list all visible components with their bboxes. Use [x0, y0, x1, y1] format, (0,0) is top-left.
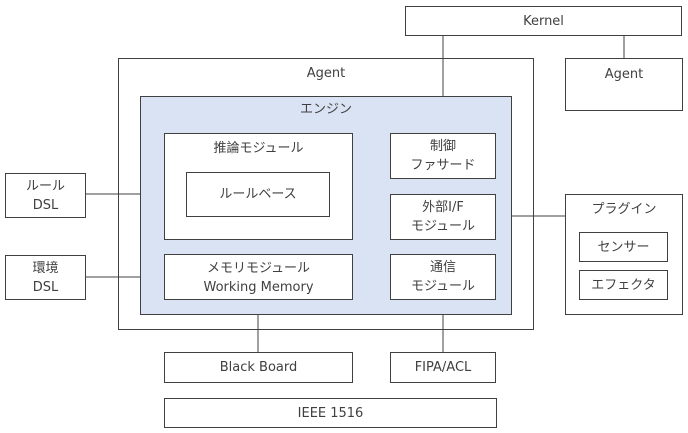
- rule-dsl-box: ルール DSL: [5, 173, 86, 218]
- agent-right-label: Agent: [604, 67, 644, 82]
- control-label-2: ファサード: [410, 158, 476, 173]
- agent-outer-box: Agent: [118, 58, 534, 330]
- external-if-label-2: モジュール: [410, 219, 476, 234]
- black-board-label: Black Board: [219, 360, 298, 375]
- comm-module-box: 通信 モジュール: [390, 254, 496, 300]
- external-if-box: 外部I/F モジュール: [390, 194, 496, 240]
- kernel-label: Kernel: [523, 14, 564, 29]
- ieee-1516-box: IEEE 1516: [164, 398, 497, 428]
- engine-label: エンジン: [299, 102, 352, 117]
- inference-module-label: 推論モジュール: [213, 141, 304, 156]
- sensor-label: センサー: [597, 240, 650, 255]
- external-if-label-1: 外部I/F: [422, 200, 464, 215]
- env-dsl-label-1: 環境: [32, 261, 59, 276]
- effector-box: エフェクタ: [579, 270, 668, 300]
- ieee-1516-label: IEEE 1516: [297, 406, 364, 421]
- control-label-1: 制御: [429, 139, 456, 154]
- comm-label-2: モジュール: [410, 279, 476, 294]
- black-board-box: Black Board: [164, 352, 353, 383]
- fipa-acl-label: FIPA/ACL: [414, 360, 472, 375]
- effector-label: エフェクタ: [591, 278, 656, 293]
- memory-module-label-2: Working Memory: [203, 280, 314, 295]
- rule-dsl-label-2: DSL: [32, 198, 59, 213]
- rule-base-label: ルールベース: [219, 187, 297, 202]
- plugin-label: プラグイン: [591, 202, 657, 217]
- agent-outer-label: Agent: [306, 66, 346, 81]
- env-dsl-box: 環境 DSL: [5, 255, 86, 300]
- comm-label-1: 通信: [429, 260, 456, 275]
- env-dsl-label-2: DSL: [32, 280, 59, 295]
- kernel-box: Kernel: [405, 6, 682, 36]
- rule-base-box: ルールベース: [186, 172, 330, 217]
- memory-module-box: メモリモジュール Working Memory: [164, 254, 353, 300]
- fipa-acl-box: FIPA/ACL: [390, 352, 496, 383]
- rule-dsl-label-1: ルール: [25, 179, 65, 194]
- control-facade-box: 制御 ファサード: [390, 133, 496, 179]
- sensor-box: センサー: [579, 232, 668, 262]
- memory-module-label-1: メモリモジュール: [206, 261, 311, 276]
- agent-right-box: Agent: [565, 58, 683, 111]
